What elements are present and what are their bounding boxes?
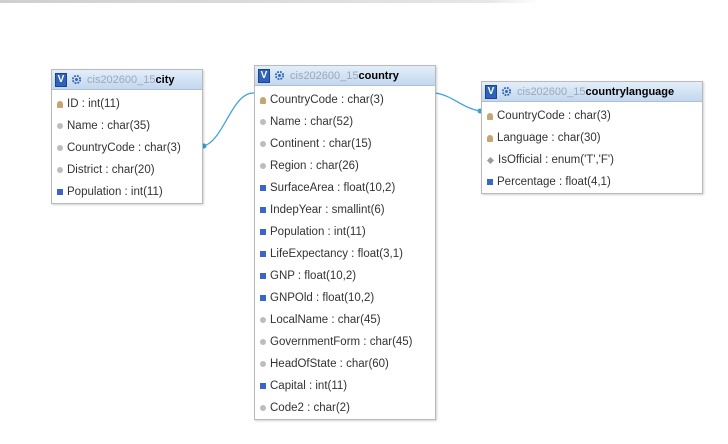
column-label: Language : char(30) (497, 132, 601, 144)
column-list: ID : int(11) Name : char(35) CountryCode… (52, 90, 202, 203)
toggle-columns-button[interactable]: V (258, 68, 270, 83)
column-label: Percentage : float(4,1) (497, 176, 611, 188)
column-row[interactable]: LifeExpectancy : float(3,1) (255, 243, 435, 265)
column-label: ID : int(11) (67, 98, 120, 110)
column-label: GNP : float(10,2) (270, 270, 357, 282)
text-column-icon (260, 163, 266, 169)
column-row[interactable]: LocalName : char(45) (255, 309, 435, 331)
column-row[interactable]: Capital : int(11) (255, 375, 435, 397)
table-name: countrylanguage (585, 85, 675, 98)
top-scroll-shadow (0, 0, 540, 3)
column-label: Population : int(11) (270, 226, 366, 238)
column-row[interactable]: Name : char(35) (52, 115, 202, 137)
column-row[interactable]: District : char(20) (52, 159, 202, 181)
table-name: city (155, 73, 175, 86)
table-header-city[interactable]: V cis202600_15 city (52, 70, 202, 90)
table-city[interactable]: V cis202600_15 city ID : int(11) Name : … (51, 69, 203, 204)
text-column-icon (260, 405, 266, 411)
column-row[interactable]: Percentage : float(4,1) (482, 171, 702, 193)
table-name: country (358, 69, 399, 82)
numeric-column-icon (260, 295, 266, 301)
primary-key-icon (487, 134, 493, 142)
column-label: IndepYear : smallint(6) (270, 204, 385, 216)
gear-icon[interactable] (500, 86, 512, 98)
column-row[interactable]: HeadOfState : char(60) (255, 353, 435, 375)
column-label: Region : char(26) (270, 160, 359, 172)
numeric-column-icon (260, 207, 266, 213)
numeric-column-icon (487, 179, 493, 185)
column-label: LifeExpectancy : float(3,1) (270, 248, 403, 260)
column-label: Capital : int(11) (270, 380, 348, 392)
text-column-icon (260, 119, 266, 125)
column-row[interactable]: CountryCode : char(3) (52, 137, 202, 159)
text-column-icon (57, 145, 63, 151)
table-header-countrylanguage[interactable]: V cis202600_15 countrylanguage (482, 82, 702, 102)
numeric-column-icon (260, 273, 266, 279)
text-column-icon (260, 361, 266, 367)
column-row[interactable]: SurfaceArea : float(10,2) (255, 177, 435, 199)
column-row[interactable]: CountryCode : char(3) (482, 105, 702, 127)
column-label: Name : char(52) (270, 116, 354, 128)
column-label: CountryCode : char(3) (270, 94, 384, 106)
numeric-column-icon (260, 185, 266, 191)
column-list: CountryCode : char(3) Name : char(52) Co… (255, 86, 435, 419)
column-row[interactable]: Region : char(26) (255, 155, 435, 177)
text-column-icon (57, 123, 63, 129)
text-column-icon (260, 339, 266, 345)
column-row[interactable]: ID : int(11) (52, 93, 202, 115)
column-row[interactable]: IndepYear : smallint(6) (255, 199, 435, 221)
column-row[interactable]: IsOfficial : enum('T','F') (482, 149, 702, 171)
column-label: CountryCode : char(3) (497, 110, 611, 122)
column-row[interactable]: Population : int(11) (52, 181, 202, 203)
column-label: Name : char(35) (67, 120, 151, 132)
table-countrylanguage[interactable]: V cis202600_15 countrylanguage CountryCo… (481, 81, 703, 194)
table-country[interactable]: V cis202600_15 country CountryCode : cha… (254, 65, 436, 420)
column-label: IsOfficial : enum('T','F') (498, 154, 614, 166)
column-row[interactable]: CountryCode : char(3) (255, 89, 435, 111)
text-column-icon (260, 141, 266, 147)
column-row[interactable]: Continent : char(15) (255, 133, 435, 155)
numeric-column-icon (260, 251, 266, 257)
gear-icon[interactable] (70, 74, 82, 86)
column-label: LocalName : char(45) (270, 314, 381, 326)
relation-line-countrylanguage-country (434, 92, 481, 112)
numeric-column-icon (57, 189, 63, 195)
column-list: CountryCode : char(3) Language : char(30… (482, 102, 702, 193)
column-row[interactable]: Name : char(52) (255, 111, 435, 133)
column-row[interactable]: Code2 : char(2) (255, 397, 435, 419)
table-db-prefix: cis202600_15 (517, 85, 586, 98)
numeric-column-icon (260, 229, 266, 235)
text-column-icon (57, 167, 63, 173)
column-label: SurfaceArea : float(10,2) (270, 182, 396, 194)
gear-icon[interactable] (273, 70, 285, 82)
enum-column-icon (486, 156, 495, 164)
column-label: Continent : char(15) (270, 138, 372, 150)
column-label: GovernmentForm : char(45) (270, 336, 413, 348)
table-db-prefix: cis202600_15 (290, 69, 359, 82)
table-header-country[interactable]: V cis202600_15 country (255, 66, 435, 86)
column-label: CountryCode : char(3) (67, 142, 181, 154)
relation-line-city-country (203, 92, 255, 147)
column-row[interactable]: Population : int(11) (255, 221, 435, 243)
column-row[interactable]: GovernmentForm : char(45) (255, 331, 435, 353)
primary-key-icon (260, 96, 266, 104)
table-db-prefix: cis202600_15 (87, 73, 156, 86)
text-column-icon (260, 317, 266, 323)
toggle-columns-button[interactable]: V (485, 84, 497, 99)
column-label: District : char(20) (67, 164, 155, 176)
column-row[interactable]: GNPOld : float(10,2) (255, 287, 435, 309)
column-label: HeadOfState : char(60) (270, 358, 389, 370)
toggle-columns-button[interactable]: V (55, 72, 67, 87)
column-label: Population : int(11) (67, 186, 163, 198)
column-label: Code2 : char(2) (270, 402, 350, 414)
column-label: GNPOld : float(10,2) (270, 292, 375, 304)
column-row[interactable]: Language : char(30) (482, 127, 702, 149)
numeric-column-icon (260, 383, 266, 389)
primary-key-icon (487, 112, 493, 120)
primary-key-icon (57, 100, 63, 108)
column-row[interactable]: GNP : float(10,2) (255, 265, 435, 287)
